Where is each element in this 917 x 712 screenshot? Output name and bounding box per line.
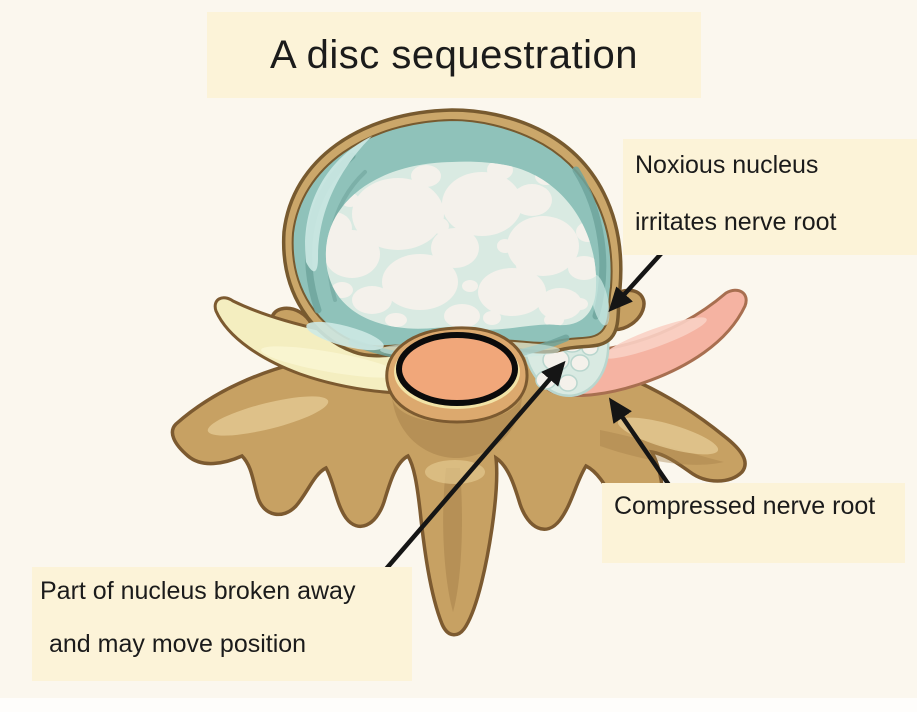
label-broken-line2: and may move position [49, 630, 307, 658]
annotation-arrows [384, 244, 671, 571]
arrow-compressed-nerve-root [608, 397, 671, 487]
label-compressed-text: Compressed nerve root [614, 492, 876, 520]
disc-highlight-left [305, 136, 372, 272]
bone-shadow-under-canal [392, 396, 522, 458]
intervertebral-disc [281, 108, 623, 364]
label-noxious-line2: irritates nerve root [635, 208, 837, 236]
bone-shadow-spinous [443, 468, 462, 612]
label-compressed-nerve-root: Compressed nerve root [602, 483, 905, 563]
nucleus-pulposus [325, 161, 597, 330]
nerve-root-left-highlight [261, 346, 399, 378]
bone-highlight-right-wing [617, 417, 719, 455]
label-noxious-line1: Noxious nucleus [635, 151, 819, 179]
bone-shadow-right-wing [600, 430, 724, 465]
arrow-noxious-nucleus [608, 244, 670, 313]
label-broken-line1: Part of nucleus broken away [40, 577, 356, 605]
bone-highlight-left-wing [207, 396, 329, 436]
page-title: A disc sequestration [207, 12, 701, 98]
bone-highlight-spinous-top [425, 460, 485, 484]
arrow-broken-nucleus [384, 360, 566, 571]
label-broken-nucleus: Part of nucleus broken away and may move… [32, 567, 412, 681]
nerve-root-right-highlight [603, 317, 707, 359]
bottom-margin [0, 698, 917, 712]
vertebra-bone [170, 344, 747, 637]
spinal-cord [396, 332, 518, 406]
spinal-canal [385, 326, 529, 424]
label-noxious-nucleus: Noxious nucleus irritates nerve root [623, 139, 917, 255]
title-text: A disc sequestration [270, 32, 638, 77]
